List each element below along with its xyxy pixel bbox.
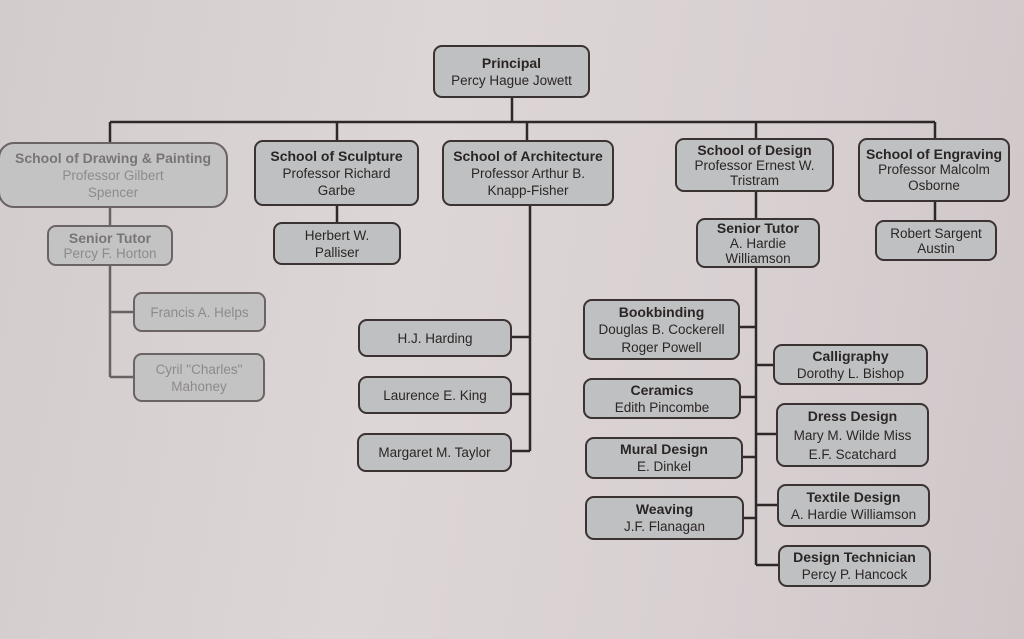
staff-box: H.J. Harding (358, 319, 512, 357)
role-title: Principal (481, 54, 542, 71)
dept-staff: A. Hardie Williamson (790, 506, 917, 522)
dept-title: Dress Design (807, 407, 898, 424)
dept-title: Design Technician (793, 549, 916, 565)
school-head: Professor Richard Garbe (282, 165, 391, 198)
principal-box: Principal Percy Hague Jowett (433, 45, 590, 98)
dept-title: Textile Design (806, 488, 901, 505)
role-title: Senior Tutor (716, 219, 800, 236)
school-sculpture: School of Sculpture Professor Richard Ga… (254, 140, 419, 206)
school-head: Professor Malcolm Osborne (878, 162, 990, 193)
dept-staff: Edith Pincombe (614, 399, 710, 415)
dept-staff: Percy P. Hancock (801, 567, 908, 582)
dept-dress-design: Dress Design Mary M. Wilde Miss E.F. Sca… (776, 403, 929, 467)
dept-staff: Mary M. Wilde Miss E.F. Scatchard (793, 427, 912, 462)
dept-design-technician: Design Technician Percy P. Hancock (778, 545, 931, 587)
staff-box: Laurence E. King (358, 376, 512, 414)
staff-box: Herbert W. Palliser (273, 222, 401, 265)
dept-calligraphy: Calligraphy Dorothy L. Bishop (773, 344, 928, 385)
dept-title: Ceramics (630, 381, 694, 398)
dept-title: Weaving (635, 501, 694, 517)
dept-staff: E. Dinkel (636, 459, 692, 474)
dept-mural-design: Mural Design E. Dinkel (585, 437, 743, 479)
person-name: A. Hardie Williamson (725, 235, 791, 266)
person-name: Percy F. Horton (63, 245, 157, 261)
school-title: School of Architecture (453, 147, 603, 164)
dept-textile-design: Textile Design A. Hardie Williamson (777, 484, 930, 527)
school-head: Professor Arthur B. Knapp-Fisher (470, 165, 586, 198)
dept-staff: Dorothy L. Bishop (796, 365, 905, 381)
dept-staff: J.F. Flanagan (623, 519, 706, 534)
person-name: Percy Hague Jowett (451, 72, 572, 88)
school-engraving: School of Engraving Professor Malcolm Os… (858, 138, 1010, 202)
school-architecture: School of Architecture Professor Arthur … (442, 140, 614, 206)
design-senior-tutor: Senior Tutor A. Hardie Williamson (696, 218, 820, 268)
school-design: School of Design Professor Ernest W. Tri… (675, 138, 834, 192)
role-title: Senior Tutor (68, 229, 152, 246)
drawing-senior-tutor: Senior Tutor Percy F. Horton (47, 225, 173, 266)
school-head: Professor Ernest W. Tristram (694, 157, 815, 188)
staff-box: Francis A. Helps (133, 292, 266, 332)
dept-staff: Douglas B. Cockerell Roger Powell (598, 321, 725, 355)
school-drawing-painting: School of Drawing & Painting Professor G… (0, 142, 228, 208)
staff-box: Robert Sargent Austin (875, 220, 997, 261)
school-title: School of Engraving (865, 146, 1003, 162)
school-head: Professor Gilbert Spencer (62, 167, 164, 200)
dept-title: Calligraphy (812, 347, 889, 364)
school-title: School of Sculpture (270, 147, 403, 164)
school-title: School of Design (697, 141, 812, 158)
school-title: School of Drawing & Painting (15, 149, 211, 166)
dept-bookbinding: Bookbinding Douglas B. Cockerell Roger P… (583, 299, 740, 360)
staff-box: Cyril "Charles" Mahoney (133, 353, 265, 402)
dept-title: Bookbinding (618, 303, 705, 320)
dept-ceramics: Ceramics Edith Pincombe (583, 378, 741, 419)
dept-title: Mural Design (620, 441, 708, 457)
staff-box: Margaret M. Taylor (357, 433, 512, 472)
dept-weaving: Weaving J.F. Flanagan (585, 496, 744, 540)
